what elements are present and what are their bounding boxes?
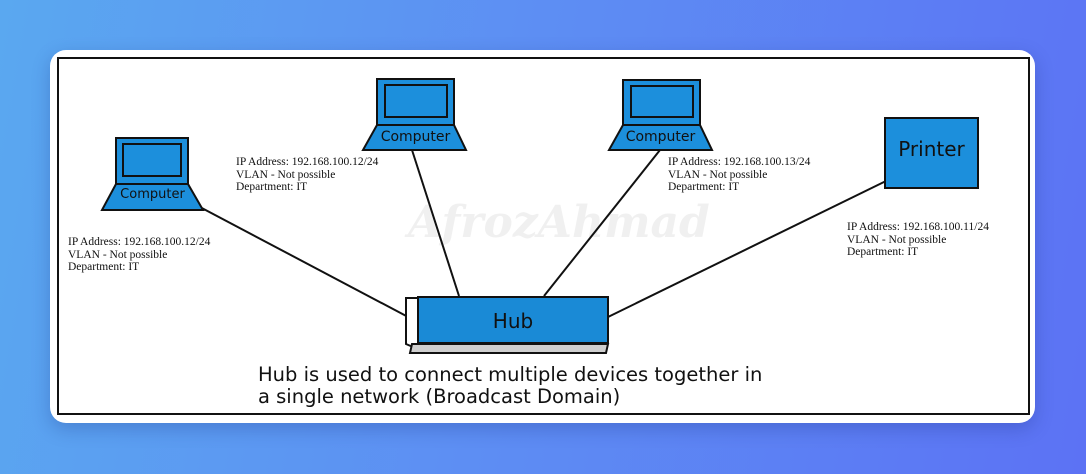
computer-1-label: Computer bbox=[120, 187, 185, 202]
laptop-icon bbox=[361, 78, 468, 151]
link-printer-hub bbox=[607, 180, 887, 318]
computer-3-info: IP Address: 192.168.100.13/24 VLAN - Not… bbox=[668, 156, 810, 194]
vlan-status: VLAN - Not possible bbox=[236, 168, 336, 181]
department: Department: IT bbox=[68, 261, 140, 273]
vlan-status: VLAN - Not possible bbox=[668, 168, 768, 181]
vlan-status: VLAN - Not possible bbox=[68, 248, 168, 261]
link-computer-2-hub bbox=[411, 149, 460, 297]
vlan-status: VLAN - Not possible bbox=[847, 233, 947, 246]
department: Department: IT bbox=[668, 181, 740, 193]
link-computer-3-hub bbox=[543, 149, 661, 297]
diagram-caption: Hub is used to connect multiple devices … bbox=[258, 364, 858, 408]
ip-address: IP Address: 192.168.100.12/24 bbox=[68, 236, 211, 248]
watermark: AfrozAhmad bbox=[408, 197, 710, 248]
printer-info: IP Address: 192.168.100.11/24 VLAN - Not… bbox=[847, 221, 989, 259]
diagram-frame bbox=[57, 57, 1030, 415]
diagram-card bbox=[50, 50, 1035, 423]
hub-icon bbox=[405, 296, 610, 354]
computer-1-info: IP Address: 192.168.100.12/24 VLAN - Not… bbox=[68, 236, 210, 274]
caption-line-1: Hub is used to connect multiple devices … bbox=[258, 363, 763, 386]
ip-address: IP Address: 192.168.100.12/24 bbox=[236, 156, 379, 168]
department: Department: IT bbox=[236, 181, 308, 193]
laptop-icon bbox=[100, 137, 205, 211]
department: Department: IT bbox=[847, 246, 919, 258]
link-computer-1-hub bbox=[197, 205, 411, 319]
computer-2-info: IP Address: 192.168.100.12/24 VLAN - Not… bbox=[236, 156, 378, 194]
laptop-icon bbox=[607, 79, 714, 151]
printer-label: Printer bbox=[898, 137, 965, 161]
computer-2-label: Computer bbox=[380, 129, 451, 145]
computer-3-label: Computer bbox=[625, 129, 696, 145]
ip-address: IP Address: 192.168.100.13/24 bbox=[668, 156, 811, 168]
caption-line-2: a single network (Broadcast Domain) bbox=[258, 385, 621, 408]
printer-icon bbox=[884, 117, 979, 189]
hub-label: Hub bbox=[492, 309, 534, 333]
ip-address: IP Address: 192.168.100.11/24 bbox=[847, 221, 989, 233]
